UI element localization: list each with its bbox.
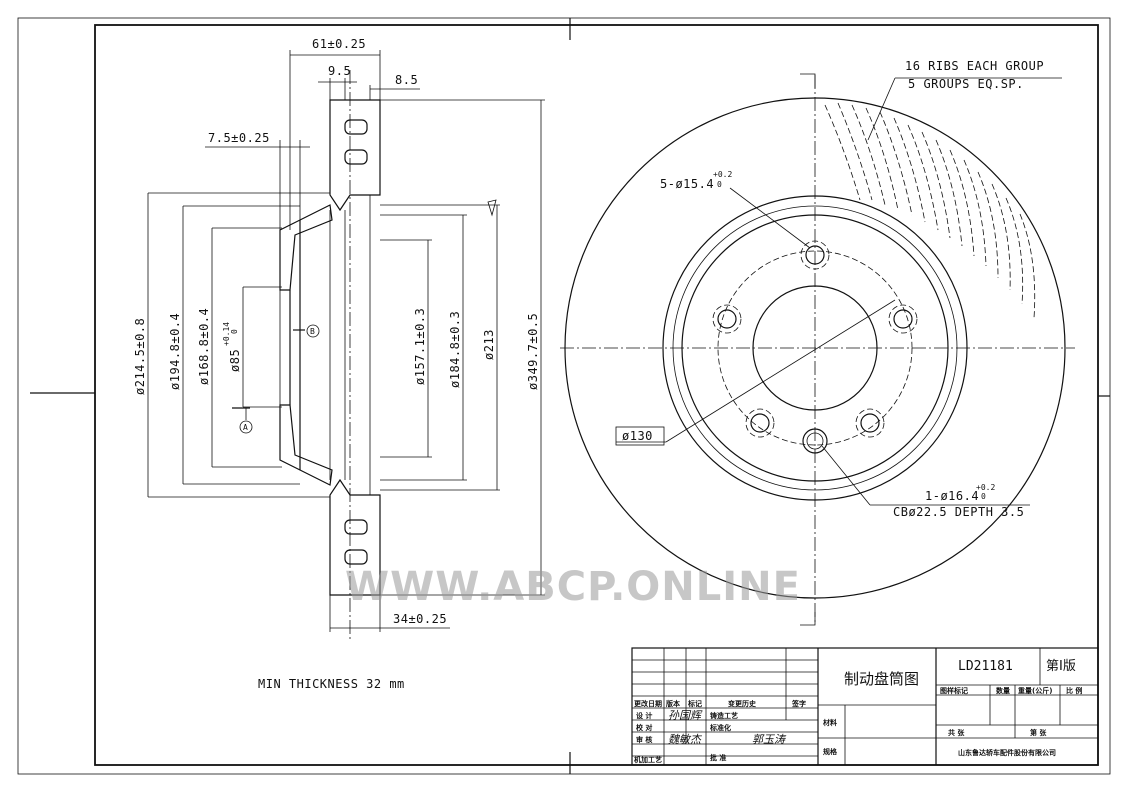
title-block (631, 647, 1099, 766)
bolt-holes-label: 5-ø15.4 (660, 177, 714, 191)
tb-edition: 第Ⅰ版 (1046, 659, 1076, 674)
tb-spec-label: 规格 (823, 747, 838, 756)
tb-sheet-no: 第 张 (1030, 728, 1047, 737)
tb-hdr-scale: 比 例 (1066, 686, 1082, 695)
tb-hdr-weight: 重量(公斤) (1018, 686, 1052, 695)
tb-title: 制动盘筒图 (844, 670, 919, 688)
pin-hole-label: 1-ø16.4 (925, 489, 979, 503)
dim-d85: ø85 (228, 349, 242, 372)
datum-a-label: A (243, 423, 248, 432)
dim-d194-8: ø194.8±0.4 (168, 313, 182, 390)
min-thickness-note: MIN THICKNESS 32 mm (258, 677, 405, 691)
watermark: WWW.ABCP.ONLINE (345, 564, 801, 610)
tb-company: 山东鲁达轿车配件股份有限公司 (958, 748, 1056, 757)
dim-d213: ø213 (482, 329, 496, 360)
bolt-tol-upper: +0.2 (713, 170, 732, 179)
tb-rev-h4: 签字 (791, 699, 806, 708)
tb-row-check: 校 对 (636, 723, 652, 732)
dim-d349-7: ø349.7±0.5 (526, 313, 540, 390)
tb-std-label: 标准化 (709, 723, 731, 732)
datum-b-label: B (310, 327, 315, 336)
drawing-frame (17, 17, 1111, 775)
tb-row-review: 审 核 (636, 735, 652, 744)
tb-rev-h3: 变更历史 (728, 699, 757, 708)
section-view (147, 50, 545, 640)
bolt-tol-lower: 0 (717, 180, 722, 189)
tb-casting-process: 铸造工艺 (710, 711, 738, 720)
pin-tol-upper: +0.2 (976, 483, 995, 492)
pin-tol-lower: 0 (981, 492, 986, 501)
dim-d214-5: ø214.5±0.8 (133, 318, 147, 395)
tb-part-number: LD21181 (958, 659, 1013, 674)
dim-overall-width: 61±0.25 (312, 37, 366, 51)
tb-material-label: 材料 (822, 718, 837, 727)
dim-wall-left: 9.5 (328, 64, 351, 78)
ribs-note-line2: 5 GROUPS EQ.SP. (908, 77, 1024, 91)
pcd-label: ø130 (622, 429, 653, 443)
dim-d168-8: ø168.8±0.4 (197, 308, 211, 385)
tb-rev-h2: 标记 (687, 699, 702, 708)
counterbore-label: CBø22.5 DEPTH 3.5 (893, 505, 1024, 519)
dim-d184-8: ø184.8±0.3 (448, 311, 462, 388)
dim-wall-right: 8.5 (395, 73, 418, 87)
dim-d85-tol-upper: +0.14 (222, 322, 231, 346)
ribs-note-line1: 16 RIBS EACH GROUP (905, 59, 1044, 73)
tb-approve-label: 批 准 (710, 753, 726, 762)
tb-total-sheets: 共 张 (948, 728, 965, 737)
dim-d85-tol-lower: 0 (230, 329, 239, 334)
dim-hub-depth: 34±0.25 (393, 612, 447, 626)
tb-row-process: 机加工艺 (634, 755, 662, 764)
dim-d157-1: ø157.1±0.3 (413, 308, 427, 385)
tb-sig-check: 魏敏杰 (668, 733, 703, 746)
front-view (560, 73, 1075, 626)
tb-rev-h1: 版本 (666, 699, 680, 708)
tb-row-design: 设 计 (636, 711, 652, 720)
tb-rev-h0: 更改日期 (634, 699, 662, 708)
tb-hdr-qty: 数量 (996, 686, 1010, 695)
tb-sig-design: 孙国辉 (668, 709, 703, 722)
tb-hdr-mark: 图样标记 (940, 686, 968, 695)
dim-hat-offset: 7.5±0.25 (208, 131, 270, 145)
tb-sig-std: 郭玉涛 (752, 733, 787, 746)
